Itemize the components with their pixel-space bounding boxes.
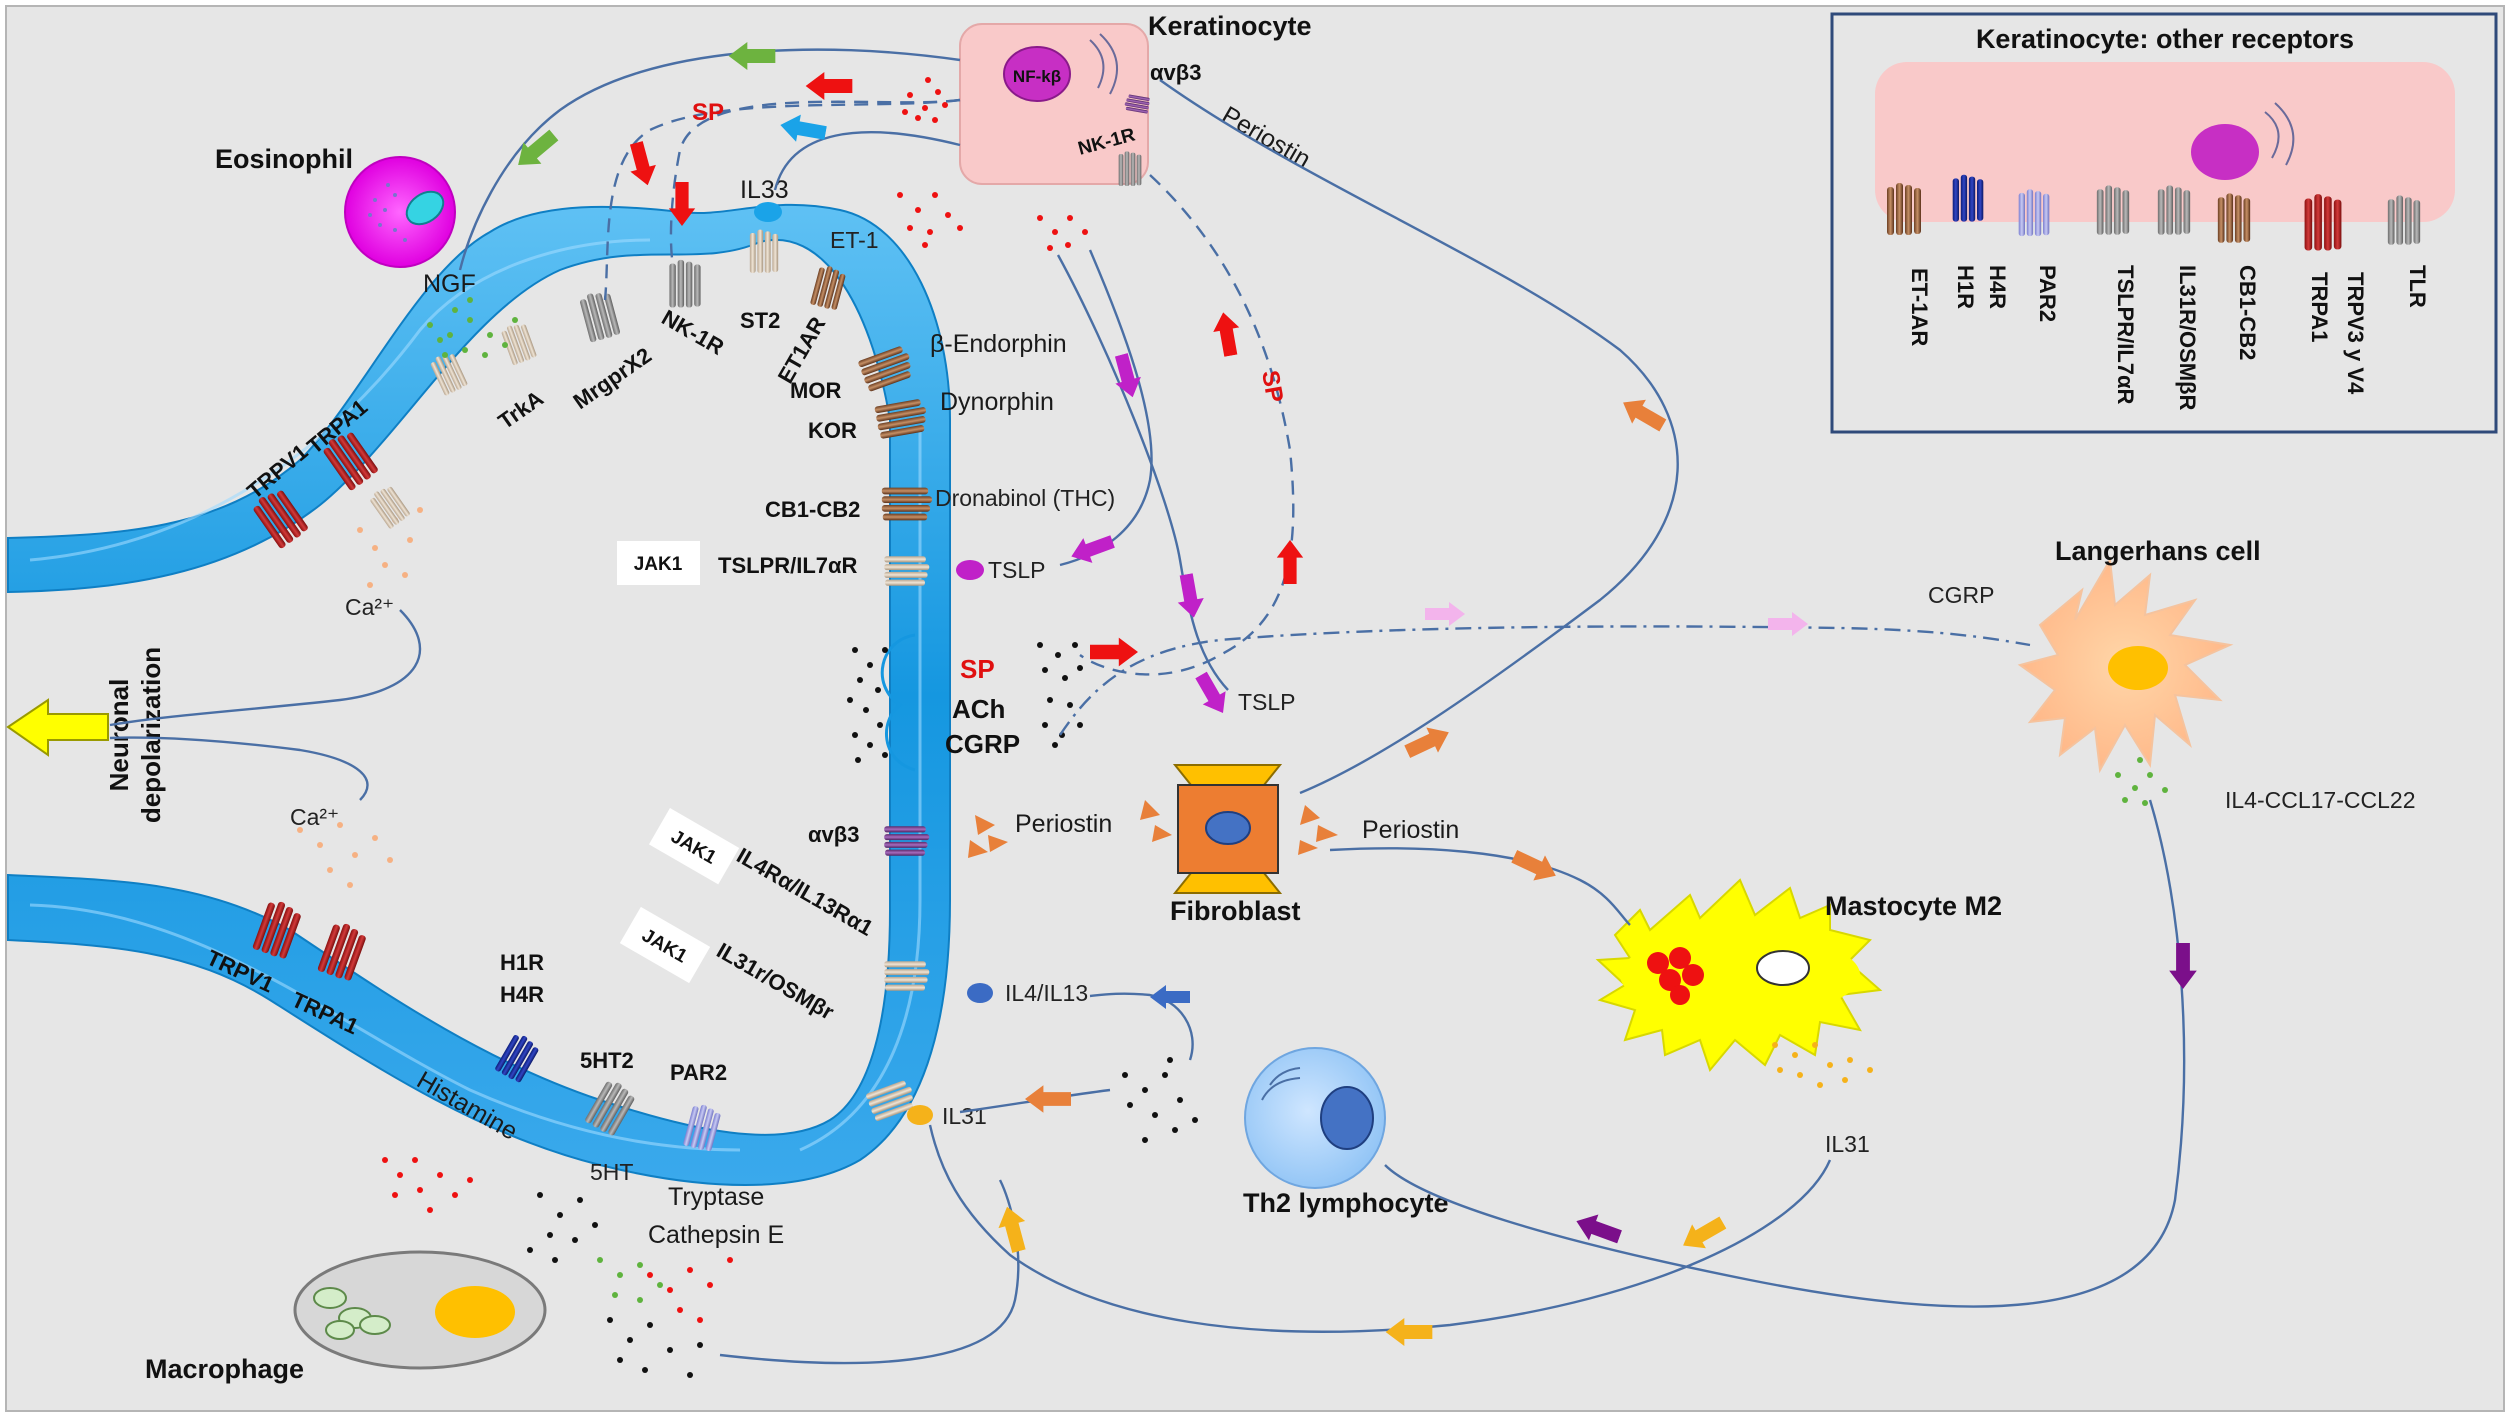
langerhans-cell	[2017, 556, 2234, 774]
mor-label: MOR	[790, 378, 841, 403]
ach-label: ACh	[952, 694, 1005, 724]
par2-neuron-label: PAR2	[670, 1060, 727, 1085]
il4-il13-label: IL4/IL13	[1005, 980, 1088, 1006]
keratinocyte-label: Keratinocyte	[1148, 11, 1312, 41]
dronabinol-label: Dronabinol (THC)	[935, 485, 1115, 511]
calcium-upper-label: Ca²⁺	[345, 594, 394, 620]
h1r-neuron-label: H1R	[500, 950, 544, 975]
et1-label: ET-1	[830, 227, 879, 253]
calcium-upper-connector	[109, 609, 422, 727]
st2-label: ST2	[740, 308, 780, 333]
calcium-dots	[297, 507, 423, 888]
il4-ccl-label: IL4-CCL17-CCL22	[2225, 787, 2415, 813]
eosinophil-label: Eosinophil	[215, 144, 353, 174]
cgrp-langerhans-label: CGRP	[1928, 582, 1994, 608]
fibroblast-label: Fibroblast	[1170, 896, 1301, 926]
depolarization-arrow	[6, 698, 109, 757]
jak1-box-3	[619, 906, 711, 984]
fibroblast-cell	[1172, 764, 1283, 894]
ngf-dots	[427, 297, 518, 358]
il33-label: IL33	[740, 176, 789, 204]
sp-neuron-label: SP	[960, 654, 995, 684]
il4-il13-dot	[967, 983, 993, 1003]
tslpr-label: TSLPR/IL7αR	[718, 553, 858, 578]
il31-mastocyte-dots	[1772, 1042, 1873, 1088]
il4-ccl-dots	[2115, 757, 2168, 806]
jak1-box-2	[648, 808, 740, 885]
periostin-neuron-label: Periostin	[1015, 810, 1112, 838]
tslp-fibroblast-label: TSLP	[1238, 689, 1296, 715]
eosinophil-cell	[344, 156, 456, 268]
inset-title: Keratinocyte: other receptors	[1976, 24, 2354, 54]
cgrp-neuron-label: CGRP	[945, 729, 1020, 759]
il31-neuron-dot	[907, 1105, 933, 1125]
inset-trpa1-label: TRPA1	[2307, 272, 2332, 343]
periostin-fibroblast-label: Periostin	[1362, 816, 1459, 844]
jak1-label-1: JAK1	[634, 554, 683, 575]
ngf-label: NGF	[423, 270, 476, 298]
h4r-neuron-label: H4R	[500, 982, 544, 1007]
cb1-cb2-label: CB1-CB2	[765, 497, 860, 522]
tslp-dot	[956, 560, 984, 580]
depolarization-label: depolarization	[136, 647, 166, 823]
il33-dot	[754, 202, 782, 222]
cathepsin-label: Cathepsin E	[648, 1221, 784, 1249]
b-endorphin-label: β-Endorphin	[930, 330, 1067, 358]
avb3-neuron-label: αvβ3	[808, 822, 859, 847]
il31-neuron-label: IL31	[942, 1103, 987, 1129]
avb3-keratinocyte-label: αvβ3	[1150, 60, 1201, 85]
5ht-label: 5HT	[590, 1159, 633, 1185]
sp-keratinocyte-label: SP	[692, 99, 724, 126]
th2-dots	[1122, 1057, 1198, 1143]
inset-il31r-label: IL31R/OSMβR	[2175, 265, 2200, 411]
th2-cell	[1244, 1047, 1386, 1189]
nfkb-label: NF-kβ	[1013, 67, 1061, 86]
th2-label: Th2 lymphocyte	[1243, 1188, 1449, 1218]
mastocyte-label: Mastocyte M2	[1825, 891, 2002, 921]
macrophage-label: Macrophage	[145, 1354, 304, 1384]
sp-dots	[897, 77, 1088, 251]
jak1-box-1	[617, 541, 700, 585]
inset-et1ar-label: ET-1AR	[1907, 268, 1932, 346]
tryptase-label: Tryptase	[668, 1183, 764, 1211]
sp-dashed-label: SP	[1256, 368, 1288, 404]
calcium-lower-connector	[109, 736, 369, 801]
inset-panel	[1830, 12, 2498, 434]
inset-trpv3-label: TRPV3 y V4	[2343, 272, 2368, 395]
macrophage-cell	[293, 1250, 547, 1370]
inset-tlr-label: TLR	[2405, 265, 2430, 308]
neuronal-label: Neuronal	[104, 679, 134, 792]
5ht2-label: 5HT2	[580, 1048, 634, 1073]
inset-cb1-cb2-label: CB1-CB2	[2235, 265, 2260, 360]
neuropeptide-vesicles	[847, 633, 1083, 772]
kor-label: KOR	[808, 418, 857, 443]
periostin-triangles-neuron	[968, 800, 1338, 858]
inset-h1r-label: H1R	[1953, 265, 1978, 309]
keratinocyte-cell	[959, 23, 1151, 186]
inset-h4r-label: H4R	[1985, 265, 2010, 309]
tslp-neuron-label: TSLP	[988, 557, 1046, 583]
langerhans-label: Langerhans cell	[2055, 536, 2261, 566]
calcium-lower-label: Ca²⁺	[290, 804, 339, 830]
macrophage-dots	[382, 1157, 733, 1378]
inset-par2-label: PAR2	[2035, 265, 2060, 322]
inset-tslpr-label: TSLPR/IL7αR	[2113, 265, 2138, 405]
mastocyte-cell	[1595, 878, 1883, 1073]
nerve-fiber	[7, 203, 951, 1186]
dynorphin-label: Dynorphin	[940, 388, 1054, 416]
il31-mastocyte-label: IL31	[1825, 1131, 1870, 1157]
